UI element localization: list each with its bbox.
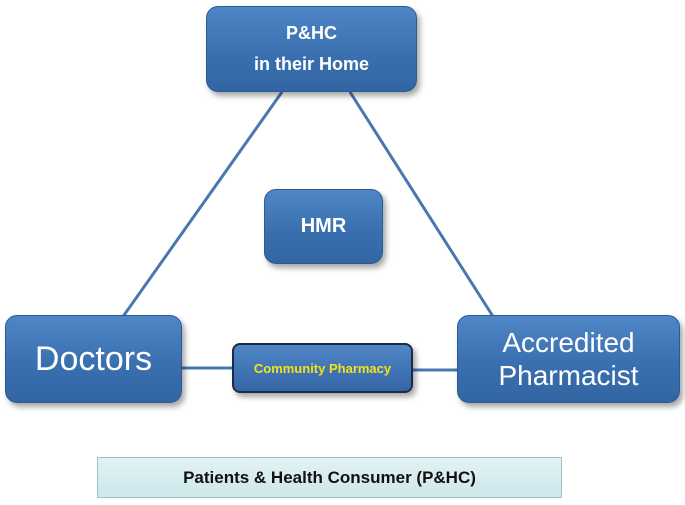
hmr-node-label: HMR bbox=[300, 215, 347, 237]
community-pharmacy-label: Community Pharmacy bbox=[253, 360, 392, 376]
community-pharmacy-node: Community Pharmacy bbox=[232, 343, 413, 393]
home-node-line2: in their Home bbox=[253, 54, 369, 74]
hmr-node: HMR bbox=[264, 189, 383, 264]
patients-banner: Patients & Health Consumer (P&HC) bbox=[97, 457, 562, 498]
connector-home-doctors bbox=[120, 91, 284, 319]
pharmacist-node: Accredited Pharmacist bbox=[457, 315, 680, 403]
home-node-line1: P&HC bbox=[285, 23, 337, 43]
connector-home-pharmacist bbox=[348, 91, 496, 319]
doctors-node-label: Doctors bbox=[34, 339, 153, 378]
pharmacist-node-line1: Accredited bbox=[502, 327, 635, 358]
patients-banner-label: Patients & Health Consumer (P&HC) bbox=[183, 467, 476, 487]
pharmacist-node-line2: Pharmacist bbox=[498, 360, 639, 391]
home-node: P&HC in their Home bbox=[206, 6, 417, 92]
doctors-node: Doctors bbox=[5, 315, 182, 403]
